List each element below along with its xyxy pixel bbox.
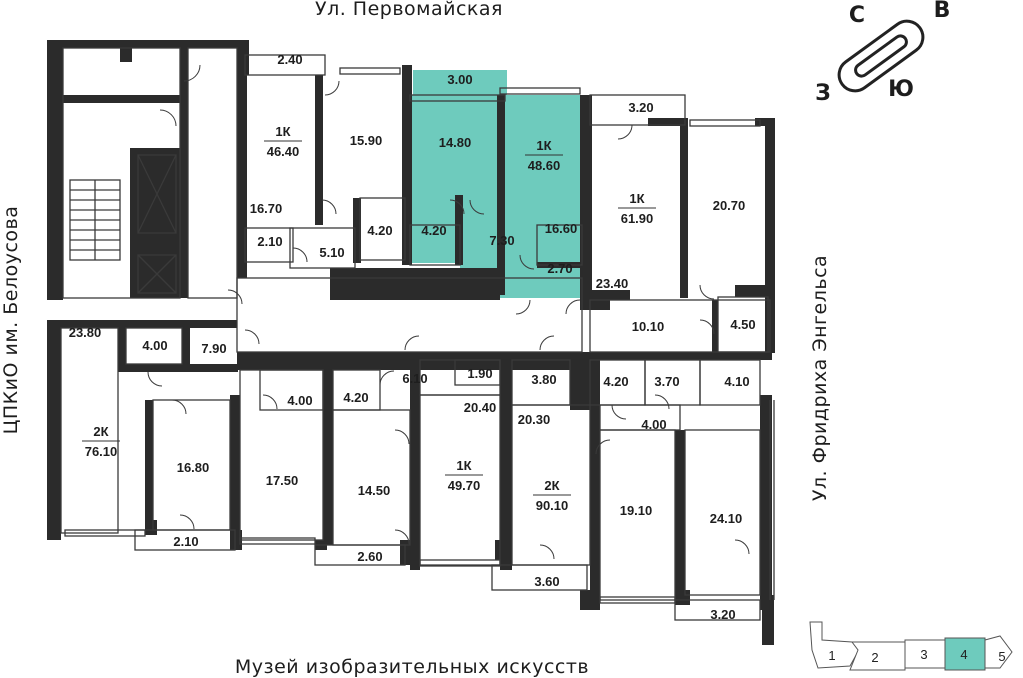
section-label: 1 — [828, 648, 835, 663]
room-area: 5.10 — [319, 245, 344, 260]
room-area: 4.50 — [730, 317, 755, 332]
room-area: 4.20 — [343, 390, 368, 405]
room-area: 4.20 — [603, 374, 628, 389]
section-label: 4 — [960, 647, 967, 662]
room-area: 20.30 — [518, 412, 551, 427]
room-area: 16.60 — [545, 221, 578, 236]
room-area: 23.80 — [69, 325, 102, 340]
room-area: 4.20 — [367, 223, 392, 238]
room-area: 4.00 — [287, 393, 312, 408]
room-area: 14.50 — [358, 483, 391, 498]
street-north: Ул. Первомайская — [315, 0, 503, 20]
room-area: 2.70 — [547, 261, 572, 276]
apartment-type: 2К — [544, 478, 559, 493]
section-label: 2 — [871, 650, 878, 665]
compass-north: С — [849, 3, 865, 28]
apartment-1k-61[interactable]: 1К 61.90 — [618, 191, 656, 226]
apartment-type: 1К — [456, 458, 471, 473]
room-area: 2.10 — [173, 534, 198, 549]
walls — [47, 40, 775, 645]
room-area: 3.70 — [654, 374, 679, 389]
section-label: 3 — [920, 647, 927, 662]
apartment-labels: 1К 46.40 1К 48.60 1К 61.90 2К 76.10 1К 4… — [82, 124, 656, 513]
compass-south: Ю — [888, 77, 914, 102]
room-area: 3.80 — [531, 372, 556, 387]
apartment-area: 46.40 — [267, 144, 300, 159]
apartment-1k-46[interactable]: 1К 46.40 — [264, 124, 302, 159]
room-area: 17.50 — [266, 473, 299, 488]
apartment-2k-90[interactable]: 2К 90.10 — [533, 478, 571, 513]
apartment-area: 76.10 — [85, 444, 118, 459]
room-area: 3.00 — [447, 72, 472, 87]
room-area: 10.10 — [632, 319, 665, 334]
room-area: 2.10 — [257, 234, 282, 249]
apartment-1k-48[interactable]: 1К 48.60 — [525, 138, 563, 173]
room-labels: 2.40 15.90 16.70 2.10 5.10 4.20 3.00 14.… — [69, 52, 756, 622]
room-area: 20.70 — [713, 198, 746, 213]
apartment-type: 1К — [629, 191, 644, 206]
interior-lines — [60, 47, 775, 621]
room-area: 6.10 — [402, 371, 427, 386]
room-area: 4.00 — [641, 417, 666, 432]
room-area: 23.40 — [596, 276, 629, 291]
apartment-area: 61.90 — [621, 211, 654, 226]
compass-west: З — [815, 81, 831, 106]
compass: С В Ю З — [815, 0, 950, 106]
section-label: 5 — [998, 649, 1005, 664]
room-area: 1.90 — [467, 366, 492, 381]
apartment-area: 49.70 — [448, 478, 481, 493]
room-area: 20.40 — [464, 400, 497, 415]
doors — [147, 64, 750, 560]
apartment-area: 48.60 — [528, 158, 561, 173]
apartment-2k-76[interactable]: 2К 76.10 — [82, 424, 120, 459]
room-area: 16.70 — [250, 201, 283, 216]
room-area: 14.80 — [439, 135, 472, 150]
room-area: 4.20 — [421, 223, 446, 238]
apartment-type: 2К — [93, 424, 108, 439]
compass-east: В — [934, 0, 951, 23]
highlight-room-right — [502, 95, 582, 225]
street-west: ЦПКиО им. Белоусова — [0, 206, 22, 435]
apartment-1k-49[interactable]: 1К 49.70 — [445, 458, 483, 493]
room-area: 4.00 — [142, 338, 167, 353]
street-east: Ул. Фридриха Энгельса — [809, 255, 831, 501]
apartment-type: 1К — [536, 138, 551, 153]
room-area: 7.90 — [201, 341, 226, 356]
room-area: 2.60 — [357, 549, 382, 564]
section-minimap: 1 2 3 4 5 — [809, 621, 1013, 671]
room-area: 4.10 — [724, 374, 749, 389]
room-area: 3.60 — [534, 574, 559, 589]
apartment-type: 1К — [275, 124, 290, 139]
room-area: 15.90 — [350, 133, 383, 148]
room-area: 16.80 — [177, 460, 210, 475]
street-south: Музей изобразительных искусств — [235, 656, 589, 678]
room-area: 3.20 — [710, 607, 735, 622]
compass-outer-ring — [837, 19, 925, 93]
room-area: 2.40 — [277, 52, 302, 67]
section-active — [944, 637, 986, 671]
room-area: 19.10 — [620, 503, 653, 518]
room-area: 7.30 — [489, 233, 514, 248]
room-area: 24.10 — [710, 511, 743, 526]
apartment-area: 90.10 — [536, 498, 569, 513]
room-area: 3.20 — [628, 100, 653, 115]
compass-inner-ring — [854, 34, 908, 78]
